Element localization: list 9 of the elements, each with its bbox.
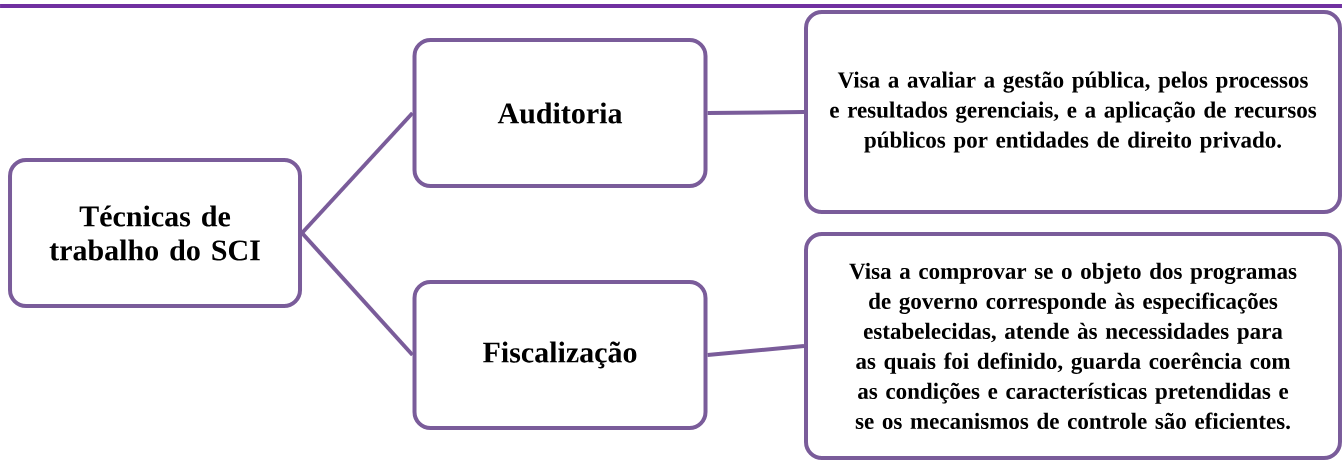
connector-line [300, 231, 414, 357]
text-box: Visa a avaliar a gestão pública, pelos processos e resultados gerenciais, e a aplicação de recursos públicos por entidades de direito privado. [804, 10, 1342, 214]
connector-line [707, 344, 805, 357]
text-box: Visa a comprovar se o objeto dos programas de governo corresponde às especificações estabelecidas, atende às necessidades para as quais foi definido, guarda coerência com as condições e características pretendidas e se os mecanismos de controle são eficientes. [804, 232, 1342, 460]
connector-line [300, 111, 414, 235]
text-box: Técnicas de trabalho do SCI [8, 158, 302, 308]
connector-line [707, 110, 805, 115]
text-box: Fiscalização [412, 280, 708, 430]
text-box: Auditoria [412, 38, 708, 188]
